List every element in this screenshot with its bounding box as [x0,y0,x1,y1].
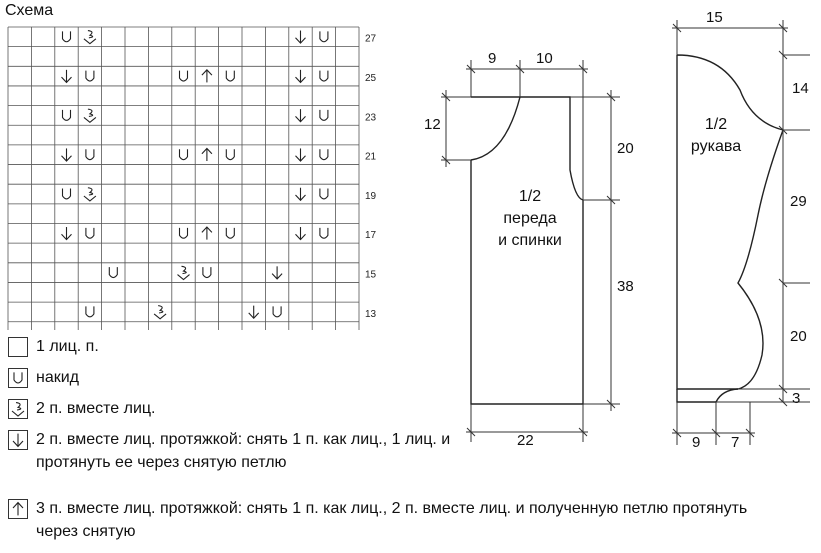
stitch-symbol-u [225,149,235,161]
stitch-symbol-u [178,149,189,161]
stitch-symbol-ssk [295,69,306,84]
sleeve-dimension-lines [672,20,810,445]
front-dim-side-left: 12 [424,116,441,133]
stitch-symbol-k2 [83,29,97,45]
sleeve-dim-top: 15 [706,9,723,26]
front-dim-top-right: 10 [536,50,553,67]
stitch-symbol-ssk [248,305,260,320]
sleeve-label: 1/2 рукава [684,114,748,158]
stitch-symbol-u [85,227,95,239]
knitting-chart: 27252321191715131197531 [7,26,377,330]
stitch-symbol-up [201,226,213,240]
stitch-symbol-ssk [271,266,283,280]
scheme-title: Схема [5,2,54,19]
legend-label: 3 п. вместе лиц. протяжкой: снять 1 п. к… [36,500,748,540]
stitch-symbol-u [319,188,329,200]
legend-symbol-u [8,368,28,388]
stitch-symbol-ssk [61,227,72,241]
front-dimension-lines [441,60,620,442]
front-back-piece [470,96,584,405]
legend-symbol-k2 [8,399,28,419]
front-back-label: 1/2 переда и спинки [488,186,572,252]
stitch-symbol-up [201,69,213,83]
front-dim-right-upper: 20 [617,140,634,157]
stitch-symbol-u [272,306,282,318]
legend-label: 1 лиц. п. [36,338,99,355]
sleeve-tick-marks [672,23,788,438]
front-label-line2: переда [503,210,557,227]
row-number: 25 [365,73,377,84]
sleeve-dim-right-4: 3 [792,390,801,407]
row-number: 23 [365,112,377,123]
stitch-symbol-u [85,149,95,161]
stitch-symbol-ssk [61,148,72,162]
front-label-line1: 1/2 [518,188,542,205]
stitch-symbol-u [319,70,329,82]
stitch-symbol-ssk [295,148,306,162]
sleeve-label-line2: рукава [690,138,742,155]
sleeve-dim-right-3: 20 [790,328,807,345]
front-tick-marks [441,64,616,437]
legend-symbol-box [8,337,28,357]
legend-label: накид [36,369,80,386]
front-dim-bottom: 22 [517,432,534,449]
stitch-symbol-ssk [295,30,306,44]
stitch-symbol-u [202,267,212,279]
stitch-symbol-k2 [83,108,97,124]
stitch-symbol-u [319,31,329,43]
stitch-symbol-k2 [177,265,190,281]
row-number: 21 [365,152,377,163]
stitch-symbol-u [85,70,95,82]
stitch-symbol-u [61,31,72,43]
stitch-symbol-u [319,227,329,239]
stitch-symbol-ssk [295,227,306,241]
sleeve-dim-bottom-right: 7 [731,434,740,451]
sleeve-piece [676,54,784,403]
chart-grid [7,26,360,330]
stitch-symbol-u [178,227,189,239]
stitch-symbol-up [201,147,213,162]
row-number: 27 [365,34,377,45]
legend-symbol-up [8,499,28,519]
front-label-line3: и спинки [498,232,562,249]
row-number: 19 [365,191,377,202]
stitch-symbol-u [61,188,72,200]
stitch-symbol-u [319,109,329,121]
stitch-symbol-k2 [83,187,97,202]
front-dim-top-left: 9 [488,50,497,67]
legend-label: 2 п. вместе лиц. [36,400,156,417]
legend-symbol-ssk [8,430,28,450]
stitch-symbol-u [178,70,189,82]
legend-label: 2 п. вместе лиц. протяжкой: снять 1 п. к… [36,431,451,471]
stitch-symbol-ssk [295,109,306,123]
front-dim-right-lower: 38 [617,278,634,295]
stitch-symbol-u [225,227,235,239]
stitch-symbol-ssk [295,187,306,202]
stitch-symbol-u [319,149,329,161]
row-number: 13 [365,309,377,320]
stitch-symbol-u [85,306,95,318]
stitch-symbol-u [61,109,72,121]
row-number: 15 [365,270,377,281]
row-number: 17 [365,230,377,241]
sleeve-dim-right-1: 14 [792,80,809,97]
stitch-symbol-u [108,267,118,279]
stitch-symbol-k2 [153,305,167,320]
sleeve-label-line1: 1/2 [704,116,728,133]
sleeve-dim-right-2: 29 [790,193,807,210]
stitch-symbol-u [225,70,235,82]
sleeve-dim-bottom-left: 9 [692,434,701,451]
stitch-symbol-ssk [61,69,72,84]
